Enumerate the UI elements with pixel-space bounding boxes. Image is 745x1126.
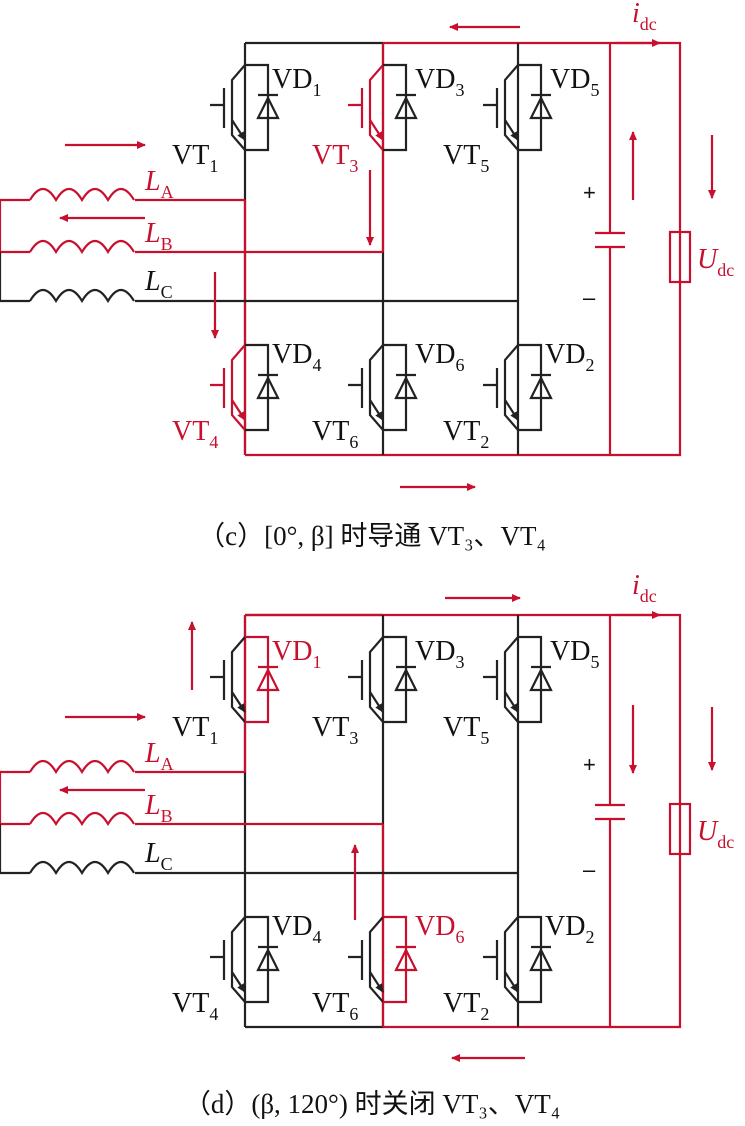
plus-sign: + [583, 752, 596, 777]
vt5-switch [483, 63, 553, 152]
current-arrows-c [59, 23, 716, 491]
vt4-switch [210, 915, 280, 1004]
label-vd3: VD3 [415, 636, 464, 672]
panel-d: VD1 VD3 VD5 VT1 VT3 VT5 VD4 VD6 VD2 VT4 … [0, 570, 734, 1119]
label-vt3: VT3 [312, 712, 358, 748]
label-idc: idc [632, 570, 657, 606]
vt1-switch [210, 63, 280, 152]
label-vd2: VD2 [545, 339, 594, 375]
label-vt5: VT5 [443, 140, 489, 176]
dc-loop [245, 41, 682, 457]
dc-loop [383, 613, 682, 1029]
label-vt3: VT3 [312, 140, 358, 176]
neutral-red [0, 198, 30, 254]
label-vd4: VD4 [272, 911, 321, 947]
inductor-la [29, 759, 135, 775]
label-udc: Udc [697, 244, 734, 280]
inductor-lb [29, 811, 135, 827]
minus-sign: – [583, 857, 596, 882]
vd3-diode [383, 63, 418, 152]
label-vd4: VD4 [272, 339, 321, 375]
caption-c: （c）[0°, β] 时导通 VT₃、VT₄ [198, 521, 546, 551]
label-vt1: VT1 [172, 140, 218, 176]
vd6-diode [383, 915, 418, 1004]
label-vd1: VD1 [272, 64, 321, 100]
vt3-switch [348, 635, 418, 724]
label-lc: LC [144, 838, 173, 874]
label-vt2: VT2 [443, 988, 489, 1024]
label-lb: LB [144, 790, 173, 826]
label-vt1: VT1 [172, 712, 218, 748]
label-lc: LC [144, 266, 173, 302]
neutral-red [0, 770, 30, 826]
capacitor [595, 615, 625, 1027]
vd1-diode [245, 635, 280, 724]
label-idc: idc [632, 0, 657, 34]
current-arrows-d [59, 594, 716, 1062]
caption-d: （d）(β, 120°) 时关闭 VT₃、VT₄ [184, 1089, 560, 1119]
label-vt4: VT4 [172, 416, 218, 452]
capacitor [595, 43, 625, 455]
label-vt2: VT2 [443, 416, 489, 452]
vt2-switch [483, 915, 553, 1004]
label-lb: LB [144, 218, 173, 254]
label-vd2: VD2 [545, 911, 594, 947]
label-vt6: VT6 [312, 416, 358, 452]
neutral-black [0, 824, 30, 875]
vt1-switch [210, 636, 246, 723]
inductor-la [29, 187, 135, 203]
vt3-switch [348, 64, 384, 151]
label-udc: Udc [697, 816, 734, 852]
vt6-switch [348, 916, 384, 1003]
vt5-switch [483, 635, 553, 724]
label-vd3: VD3 [415, 64, 464, 100]
neutral-black [0, 252, 30, 303]
label-la: LA [144, 738, 174, 774]
inductor-lc [29, 288, 135, 304]
label-vt6: VT6 [312, 988, 358, 1024]
udc-resistor [668, 230, 692, 284]
udc-resistor [668, 802, 692, 856]
inductor-lb [29, 239, 135, 255]
label-vt4: VT4 [172, 988, 218, 1024]
vt6-switch [348, 343, 418, 432]
label-vd1: VD1 [272, 636, 321, 672]
label-vd6: VD6 [415, 911, 464, 947]
vt2-switch [483, 343, 553, 432]
panel-c: VD1 VD3 VD5 VT1 VT3 VT5 VD4 VD6 VD2 VT4 … [0, 0, 734, 551]
plus-sign: + [583, 180, 596, 205]
vd4-diode [245, 343, 280, 432]
label-vt5: VT5 [443, 712, 489, 748]
inductor-lc [29, 860, 135, 876]
minus-sign: – [583, 285, 596, 310]
label-vd5: VD5 [550, 636, 599, 672]
vt4-switch [210, 344, 246, 431]
label-vd6: VD6 [415, 339, 464, 375]
label-vd5: VD5 [550, 64, 599, 100]
label-la: LA [144, 166, 174, 202]
